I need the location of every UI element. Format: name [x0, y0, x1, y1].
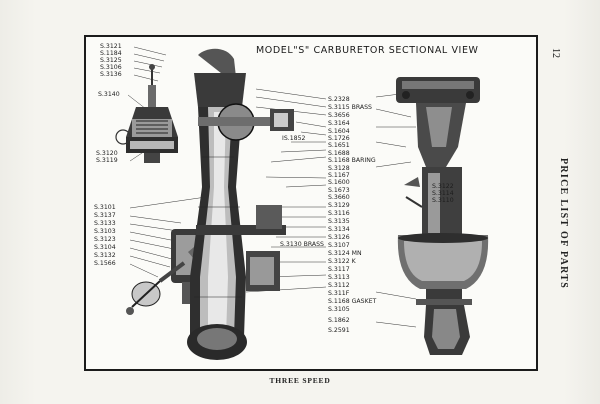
part-label: S.1604: [328, 128, 350, 135]
part-label: S.1673: [328, 187, 350, 194]
part-label: S.3128: [328, 165, 350, 172]
part-label: S.3140: [98, 91, 120, 98]
part-label: S.3656: [328, 112, 350, 119]
part-label: S.3110: [432, 197, 454, 204]
part-label: S.2328: [328, 96, 350, 103]
part-label: S.3120: [96, 150, 118, 157]
part-label: S.3104: [94, 244, 116, 251]
part-label: S.3106: [100, 64, 122, 71]
part-label: S.3116: [328, 210, 350, 217]
running-head: PRICE LIST OF PARTS: [558, 158, 569, 290]
part-label: S.3164: [328, 120, 350, 127]
part-label: S.3119: [96, 157, 118, 164]
part-label: S.1168 GASKET: [328, 298, 377, 305]
part-label: S.2591: [328, 327, 350, 334]
part-label: S.3133: [94, 220, 116, 227]
part-label: S.1184: [100, 50, 122, 57]
part-label: S.3115 BRASS: [328, 104, 372, 111]
part-label: S.3122: [432, 183, 454, 190]
part-label: S.3117: [328, 266, 350, 273]
part-label: S.3137: [94, 212, 116, 219]
part-label: S.3113: [328, 274, 350, 281]
part-label: S.311F: [328, 290, 350, 297]
needle-valve-assembly: [115, 64, 178, 163]
carburetor-illustration: MODEL"S" CARBURETOR SECTIONAL VIEW S.312…: [84, 35, 538, 371]
part-label: S.3660: [328, 194, 350, 201]
part-label: S.3132: [94, 252, 116, 259]
part-label: S.1688: [328, 150, 350, 157]
part-label: S.1600: [328, 179, 350, 186]
part-label: S.3126: [328, 234, 350, 241]
part-label: S.3122 K: [328, 258, 356, 265]
part-label: S.1566: [94, 260, 116, 267]
part-label: S.3112: [328, 282, 350, 289]
part-label: S.3124 MN: [328, 250, 362, 257]
part-label: S.3103: [94, 228, 116, 235]
part-label: S.3121: [100, 43, 122, 50]
part-label: S.1167: [328, 172, 350, 179]
sectional-drawing: [115, 46, 489, 360]
part-label: S.1726: [328, 135, 350, 142]
page-number: 12: [550, 48, 561, 58]
part-label: S.3125: [100, 57, 122, 64]
figure-title: MODEL"S" CARBURETOR SECTIONAL VIEW: [256, 45, 479, 56]
part-label: S.3130 BRASS: [280, 241, 324, 248]
main-throat: [187, 48, 294, 360]
part-label: S.3135: [328, 218, 350, 225]
figure-caption: THREE SPEED: [269, 376, 331, 385]
part-label: S.3129: [328, 202, 350, 209]
part-label: S.1862: [328, 317, 350, 324]
part-label: S.3134: [328, 226, 350, 233]
part-label: S.3101: [94, 204, 116, 211]
part-label: S.3107: [328, 242, 350, 249]
part-label: S.3123: [94, 236, 116, 243]
part-label: IS.1852: [282, 135, 306, 142]
part-label: S.1651: [328, 142, 350, 149]
part-label: S.3114: [432, 190, 454, 197]
external-view: [396, 77, 489, 355]
part-label: S.3105: [328, 306, 350, 313]
part-label: S.3136: [100, 71, 122, 78]
part-label: S.1168 BARING: [328, 157, 376, 164]
